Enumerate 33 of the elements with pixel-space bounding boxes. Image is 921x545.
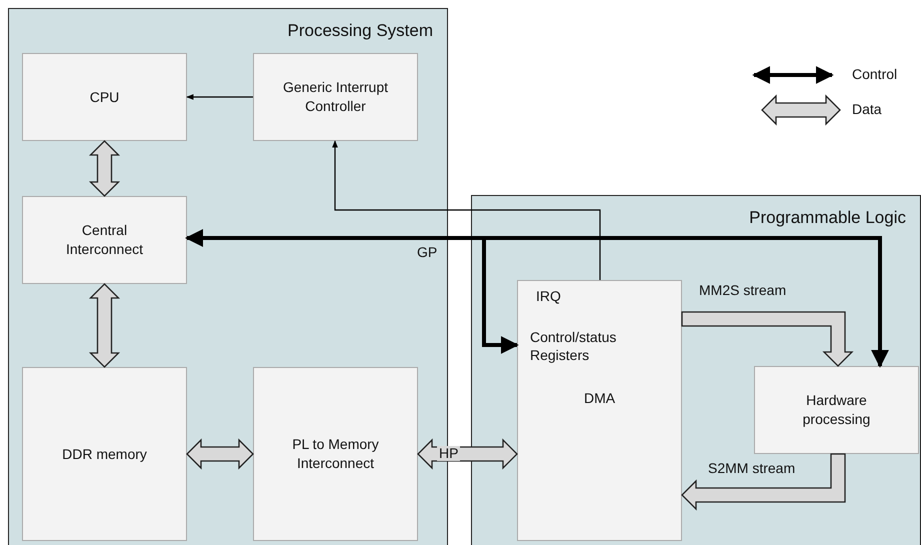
panel-title: Programmable Logic	[749, 208, 906, 228]
block-box	[754, 366, 919, 454]
edge-label: GP	[415, 245, 440, 260]
block-label: IRQ	[536, 287, 561, 306]
block-label: CPU	[88, 88, 120, 106]
block-box	[253, 53, 418, 141]
data-arrow	[681, 453, 846, 511]
block-box	[517, 280, 682, 541]
block-label: PL to Memory Interconnect	[291, 435, 380, 473]
block-label: DDR memory	[61, 444, 148, 464]
data-arrow	[186, 438, 254, 470]
block-box	[22, 53, 187, 141]
block-box	[22, 367, 187, 541]
block-label: Control/status Registers	[530, 328, 618, 364]
panel-title: Processing System	[288, 21, 433, 41]
data-arrow	[88, 140, 120, 197]
legend-label: Control	[852, 66, 898, 82]
data-arrow	[681, 311, 854, 367]
edge-label: HP	[437, 446, 460, 462]
block-box	[253, 367, 418, 541]
block-label: Hardware processing	[802, 391, 872, 429]
edge-label: S2MM stream	[706, 461, 798, 476]
system-panel	[471, 195, 921, 545]
block-box	[22, 196, 187, 284]
legend-label: Data	[852, 101, 882, 117]
edge-label: MM2S stream	[697, 283, 788, 298]
control-arrow	[185, 229, 519, 354]
arrow	[186, 94, 253, 100]
data-arrow	[88, 283, 120, 368]
arrow	[332, 140, 601, 280]
block-label: DMA	[584, 389, 616, 408]
block-label: Central Interconnect	[64, 221, 144, 259]
block-label: Generic Interrupt Controller	[282, 78, 390, 116]
